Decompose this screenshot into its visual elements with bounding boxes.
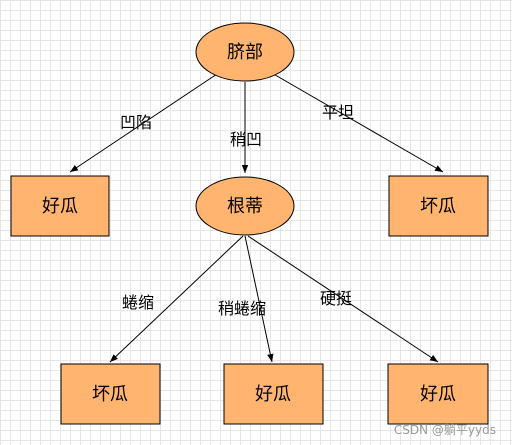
leaf-bad-right-label: 坏瓜 [420,196,456,217]
csdn-watermark: CSDN @躺平yyds [394,422,496,437]
leaf-good-bottom-mid: 好瓜 [223,363,324,425]
leaf-good-left-box [10,175,110,237]
leaf-good-bottom-mid-label: 好瓜 [255,384,291,405]
leaf-bad-right-box [388,175,489,237]
leaf-good-bottom-right: 好瓜 [387,363,489,425]
node-gendi-label: 根蒂 [227,196,263,217]
edge-pingtan-line [269,71,444,173]
node-gendi-shape [195,176,295,236]
node-qidu-label: 脐部 [227,42,263,63]
node-qidu-shape [195,22,295,82]
leaf-bad-bottom-left-label: 坏瓜 [92,384,128,405]
edge-label-quansuo: 蜷缩 [122,293,154,312]
edge-quansuo-line [109,235,244,363]
edge-label-aoxian: 凹陷 [120,113,152,132]
edges [69,71,444,363]
leaf-good-bottom-right-box [387,363,489,425]
edge-yingting-line [247,235,439,363]
edge-aoxian-line [69,71,221,173]
leaf-good-bottom-mid-box [223,363,324,425]
leaf-good-left-label: 好瓜 [42,196,78,217]
leaf-bad-bottom-left-box [60,363,161,425]
leaf-good-left: 好瓜 [10,175,110,237]
edge-label-pingtan: 平坦 [322,103,354,122]
edge-label-shaoquansuo: 稍蜷缩 [218,299,266,318]
edge-label-yingting: 硬挺 [320,289,352,308]
node-gendi: 根蒂 [195,176,295,236]
edge-label-shaoao: 稍凹 [230,130,262,149]
leaf-good-bottom-right-label: 好瓜 [420,384,456,405]
node-qidu: 脐部 [195,22,295,82]
leaf-bad-right: 坏瓜 [388,175,489,237]
edge-shaoquansuo-line [244,235,274,363]
leaf-bad-bottom-left: 坏瓜 [60,363,161,425]
